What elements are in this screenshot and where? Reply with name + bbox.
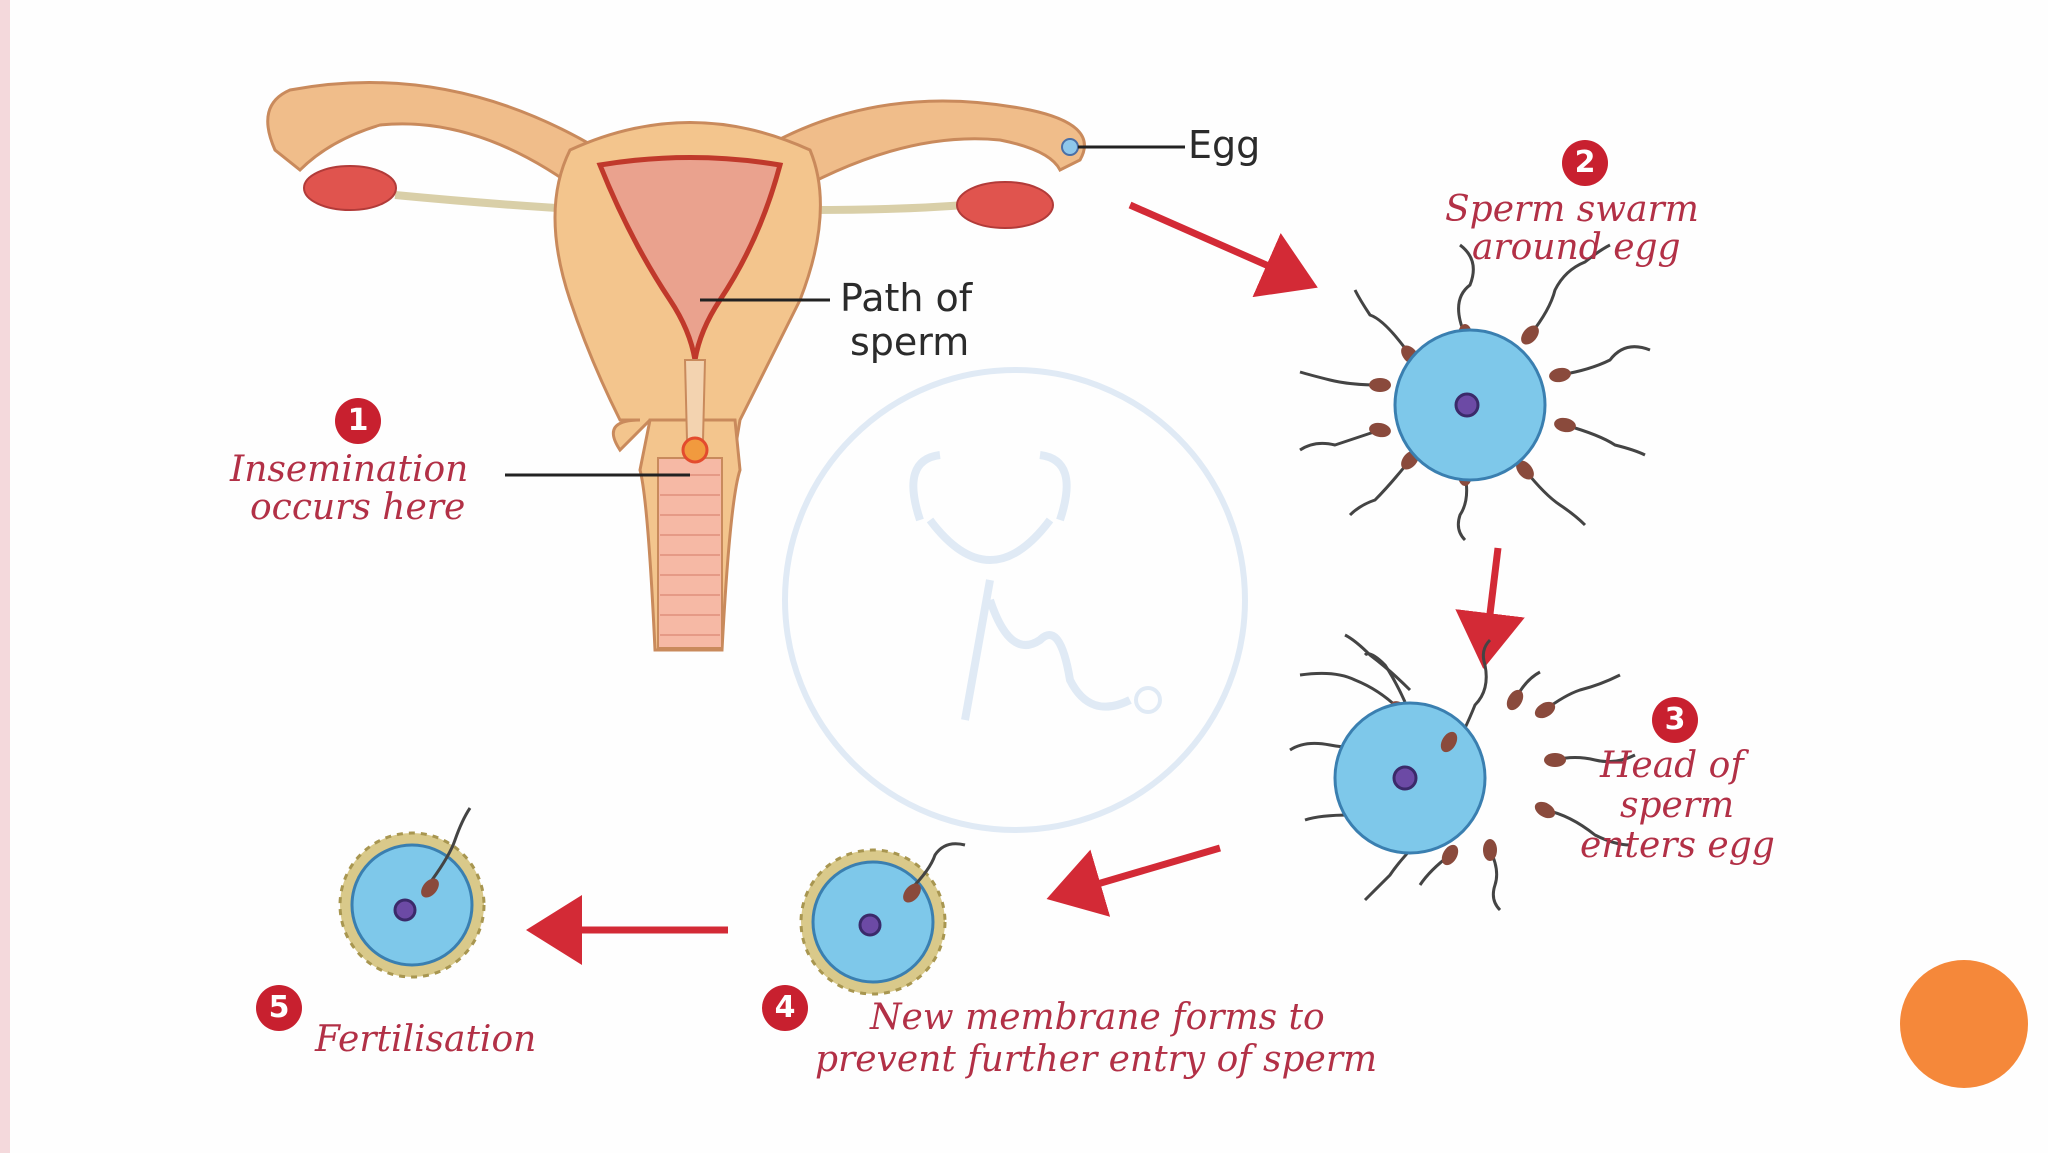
step3-caption-line2: sperm <box>1620 786 1734 826</box>
egg-swarm-stage2 <box>1300 245 1650 540</box>
step5-caption: Fertilisation <box>315 1020 536 1060</box>
slide-bullet-dot <box>1900 960 2028 1088</box>
step3-caption-line1: Head of <box>1600 746 1744 786</box>
egg-fertilised-stage5 <box>340 808 484 977</box>
step4-caption-line1: New membrane forms to <box>870 998 1325 1038</box>
label-egg: Egg <box>1188 123 1260 167</box>
step1-caption-line2: occurs here <box>250 488 465 528</box>
step4-caption-line2: prevent further entry of sperm <box>815 1040 1377 1080</box>
label-path-of-sperm-line2: sperm <box>850 320 969 364</box>
step-badge-1: 1 <box>335 398 381 444</box>
egg-membrane-stage4 <box>801 844 965 994</box>
step-badge-2: 2 <box>1562 140 1608 186</box>
egg-entry-stage3 <box>1290 635 1635 910</box>
step3-caption-line3: enters egg <box>1580 826 1775 866</box>
label-path-of-sperm-line1: Path of <box>840 276 972 320</box>
step-badge-5: 5 <box>256 985 302 1031</box>
step2-caption-line2: around egg <box>1472 228 1681 268</box>
step-badge-3: 3 <box>1652 697 1698 743</box>
step2-caption-line1: Sperm swarm <box>1445 190 1699 230</box>
uterus-illustration <box>268 83 1085 651</box>
step-badge-4: 4 <box>762 985 808 1031</box>
watermark-logo <box>785 370 1245 830</box>
step1-caption-line1: Insemination <box>230 450 468 490</box>
